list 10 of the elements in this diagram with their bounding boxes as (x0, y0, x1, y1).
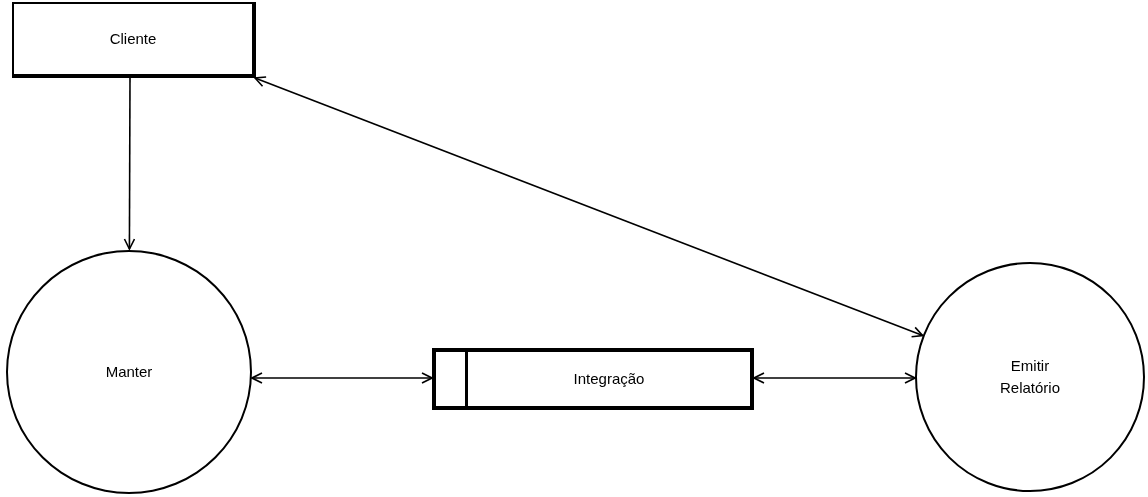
arrow (254, 76, 924, 338)
arrow (251, 372, 433, 384)
external-entity-box (12, 2, 256, 78)
node-label: Manter (105, 361, 153, 382)
arrow (753, 372, 916, 384)
node-label: Cliente (109, 28, 157, 49)
arrow (123, 77, 136, 250)
node-label: Emitir Relatório (999, 355, 1061, 398)
data-store (432, 348, 754, 410)
node-label: Integração (573, 368, 645, 389)
